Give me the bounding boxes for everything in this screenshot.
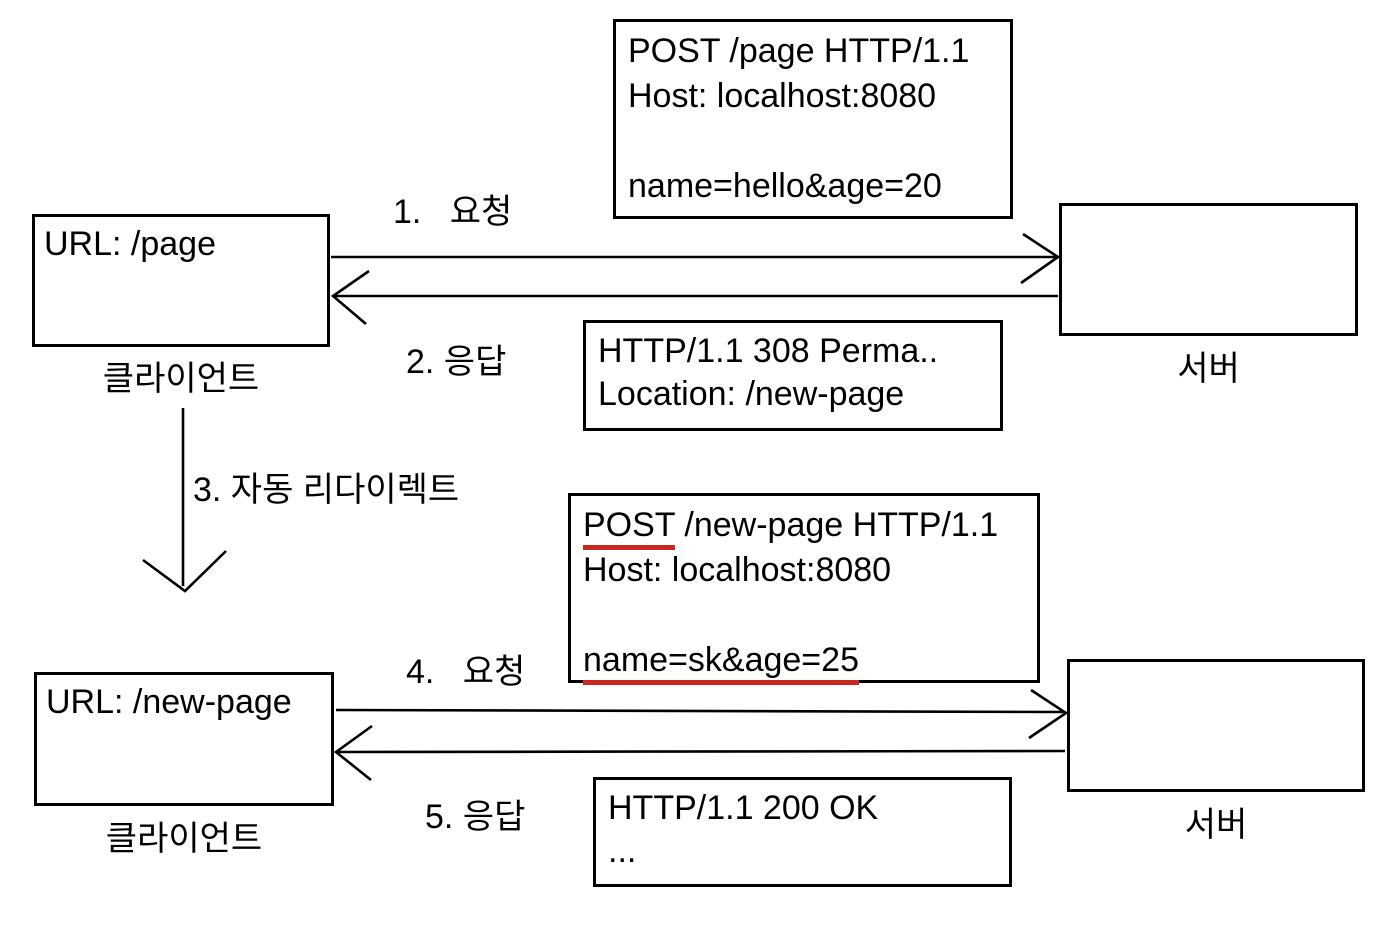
server-caption-top: 서버 (1177, 350, 1240, 388)
redirect-arrowhead-icon (142, 550, 227, 593)
request-1-arrowhead-icon (1020, 232, 1061, 285)
client-url-text-top: URL: /page (44, 225, 216, 263)
response-message-box-1: HTTP/1.1 308 Perma.. Location: /new-page (583, 320, 1003, 431)
request-message-box-1: POST /page HTTP/1.1 Host: localhost:8080… (613, 19, 1013, 219)
message-line: Location: /new-page (598, 375, 905, 413)
client-caption-bottom: 클라이언트 (105, 820, 263, 858)
message-line: Host: localhost:8080 (583, 551, 892, 589)
request-label-1: 1. 요청 (393, 193, 513, 231)
request-2-arrowhead-icon (1028, 688, 1069, 740)
response-2-arrow-line (337, 749, 1066, 754)
server-box-top (1059, 203, 1358, 336)
message-line: POST /new-page HTTP/1.1 (583, 503, 1025, 550)
request-message-box-2: POST /new-page HTTP/1.1 Host: localhost:… (568, 493, 1040, 685)
client-caption-top: 클라이언트 (102, 360, 260, 398)
message-line: HTTP/1.1 308 Perma.. (598, 332, 939, 370)
response-1-arrowhead-icon (330, 269, 370, 325)
client-box-top: URL: /page (32, 214, 330, 347)
response-label-5: 5. 응답 (425, 798, 526, 836)
request-label-4: 4. 요청 (406, 653, 526, 691)
client-box-bottom: URL: /new-page (34, 672, 334, 806)
message-line: Host: localhost:8080 (628, 77, 937, 115)
underlined-method-text: POST (583, 506, 675, 550)
message-line: name=hello&age=20 (628, 167, 942, 205)
message-line-rest: /new-page HTTP/1.1 (674, 506, 999, 544)
message-line: POST /page HTTP/1.1 (628, 32, 970, 70)
message-line: ... (608, 832, 637, 870)
client-url-text-bottom: URL: /new-page (46, 683, 292, 721)
response-message-box-2: HTTP/1.1 200 OK ... (593, 777, 1012, 887)
response-label-2: 2. 응답 (406, 343, 507, 381)
message-line: HTTP/1.1 200 OK (608, 789, 879, 827)
message-line (628, 119, 998, 164)
request-2-arrow-line (335, 708, 1064, 714)
underlined-body-text: name=sk&age=25 (583, 641, 859, 685)
server-caption-bottom: 서버 (1184, 806, 1248, 844)
message-line (583, 593, 1025, 638)
response-2-arrowhead-icon (333, 724, 373, 782)
server-box-bottom (1067, 659, 1365, 792)
redirect-label-3: 3. 자동 리다이렉트 (193, 471, 460, 509)
message-line: name=sk&age=25 (583, 638, 1025, 685)
